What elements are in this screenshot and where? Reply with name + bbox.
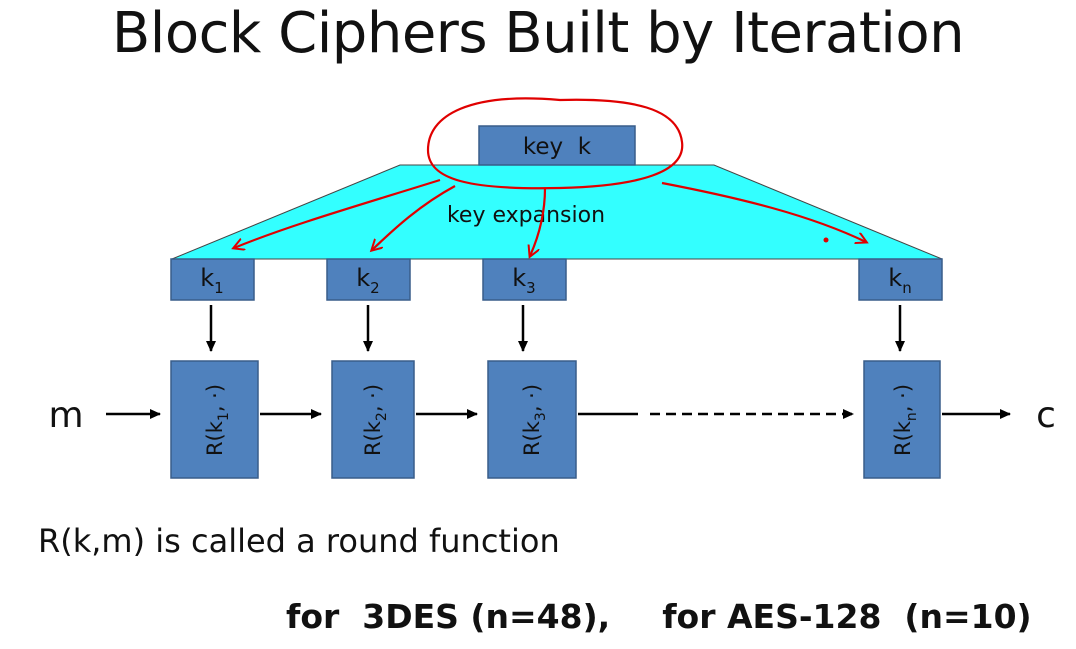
annotation-arrow-k3 (530, 187, 547, 256)
round-box-n: R(kn, ·) (863, 360, 941, 479)
annotation-circle (426, 97, 684, 190)
output-label-c: c (1036, 395, 1056, 436)
round-box-3: R(k3, ·) (487, 360, 577, 479)
round-count-3des: for 3DES (n=48), (286, 597, 611, 636)
svg-text:R(k3, ·): R(k3, ·) (520, 384, 549, 456)
svg-text:k3: k3 (512, 264, 535, 297)
round-key-kn: kn (858, 258, 943, 301)
svg-text:R(k1, ·): R(k1, ·) (203, 384, 232, 456)
svg-text:kn: kn (888, 264, 911, 297)
key-expansion-label: key expansion (447, 203, 605, 228)
key-box-label: key k (523, 134, 592, 160)
annotation-arrow-kn (661, 181, 866, 242)
svg-text:R(kn, ·): R(kn, ·) (891, 384, 920, 456)
annotation-arrow-k2 (372, 185, 456, 250)
red-annotation (234, 97, 866, 256)
key-box (478, 125, 636, 166)
svg-text:k1: k1 (200, 264, 223, 297)
round-key-k2: k2 (326, 258, 411, 301)
round-key-k3: k3 (482, 258, 567, 301)
round-count-aes: for AES-128 (n=10) (662, 597, 1032, 636)
round-box-1: R(k1, ·) (170, 360, 259, 479)
svg-text:k2: k2 (356, 264, 379, 297)
round-function-caption: R(k,m) is called a round function (38, 522, 560, 560)
annotation-arrow-k1 (234, 178, 441, 248)
round-box-2: R(k2, ·) (331, 360, 415, 479)
svg-text:R(k2, ·): R(k2, ·) (361, 384, 390, 456)
input-label-m: m (48, 395, 83, 436)
pointer-dot (823, 237, 829, 243)
round-count-note: for 3DES (n=48), for AES-128 (n=10) (286, 597, 1032, 636)
slide-title: Block Ciphers Built by Iteration (111, 1, 965, 66)
round-key-k1: k1 (170, 258, 255, 301)
